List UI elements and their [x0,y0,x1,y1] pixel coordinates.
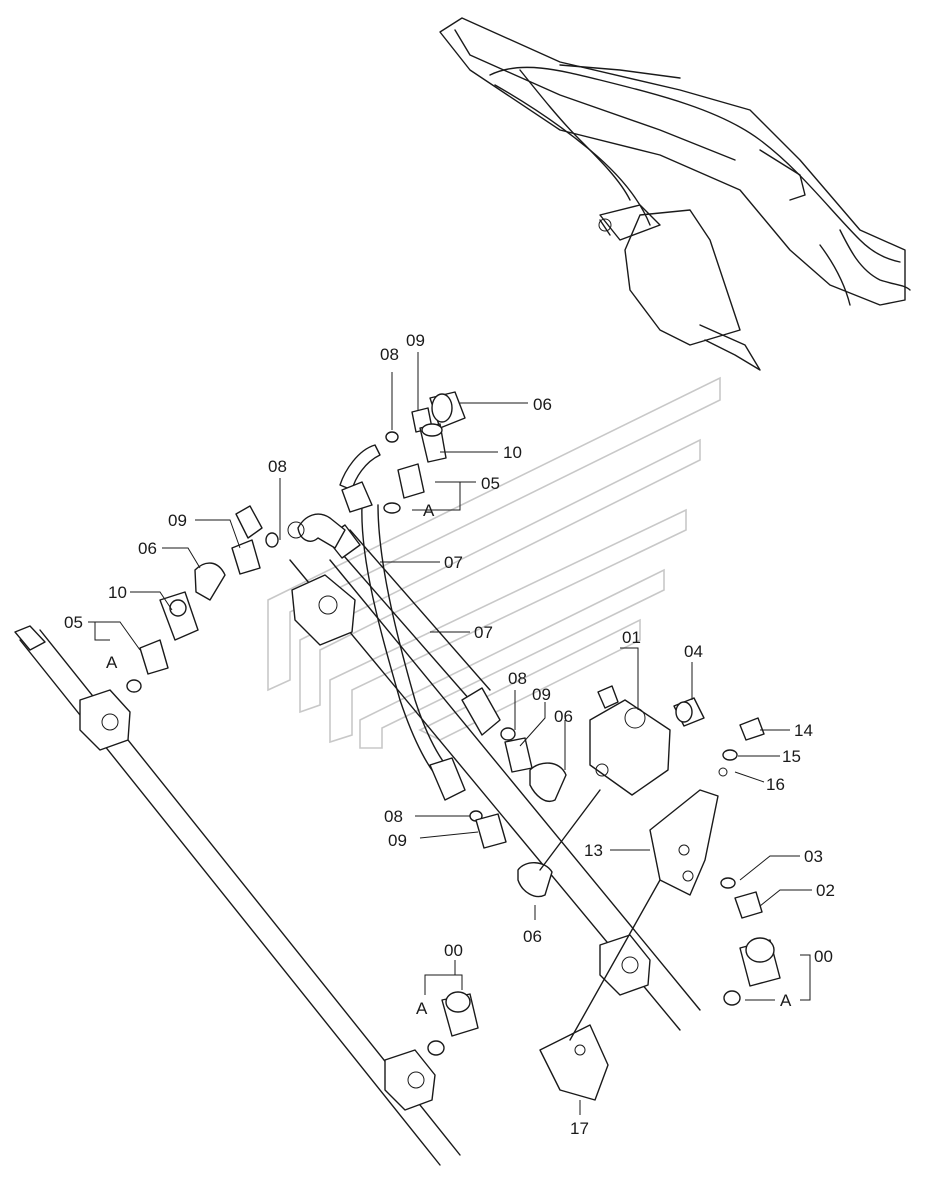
pipe-clamp-block [291,574,356,646]
callout-06-left: 06 [138,539,157,558]
callout-13: 13 [584,841,603,860]
callout-09-top: 09 [406,331,425,350]
callout-08-mid: 08 [508,669,527,688]
callout-a-right: A [780,991,792,1010]
left-fittings [126,505,279,693]
lower-right-pipe [289,559,701,1031]
callout-01: 01 [622,628,641,647]
callout-06-mid: 06 [554,707,573,726]
callout-05-left: 05 [64,613,83,632]
callout-00-right: 00 [814,947,833,966]
mid-fittings [469,727,567,898]
plugs-00 [427,937,781,1056]
leader-lines [88,352,812,1115]
callout-02: 02 [816,881,835,900]
excavator-boom-inset [439,17,911,371]
callout-04: 04 [684,642,703,661]
callout-05-upper: 05 [481,474,500,493]
callout-a-left: A [106,653,118,672]
callout-07-upper: 07 [444,553,463,572]
hose-07-assemblies [287,444,501,801]
upper-fittings [383,391,466,514]
callout-labels: 08 09 06 10 05 A 08 09 06 10 05 A 07 07 … [64,331,835,1138]
callout-06-bottom: 06 [523,927,542,946]
callout-08-top: 08 [380,345,399,364]
callout-08-lower: 08 [384,807,403,826]
callout-06-top: 06 [533,395,552,414]
callout-09-left: 09 [168,511,187,530]
callout-16: 16 [766,775,785,794]
callout-03: 03 [804,847,823,866]
callout-15: 15 [782,747,801,766]
valve-and-bracket [539,685,765,1101]
callout-a-bottom: A [416,999,428,1018]
callout-09-mid: 09 [532,685,551,704]
callout-08-upper-left: 08 [268,457,287,476]
callout-10-upper: 10 [503,443,522,462]
long-hydraulic-pipe [14,625,461,1166]
callout-a-upper: A [423,501,435,520]
callout-14: 14 [794,721,813,740]
watermark-logo [267,376,721,749]
callout-00-left: 00 [444,941,463,960]
callout-07-lower: 07 [474,623,493,642]
callout-17: 17 [570,1119,589,1138]
callout-10-left: 10 [108,583,127,602]
callout-09-lower: 09 [388,831,407,850]
